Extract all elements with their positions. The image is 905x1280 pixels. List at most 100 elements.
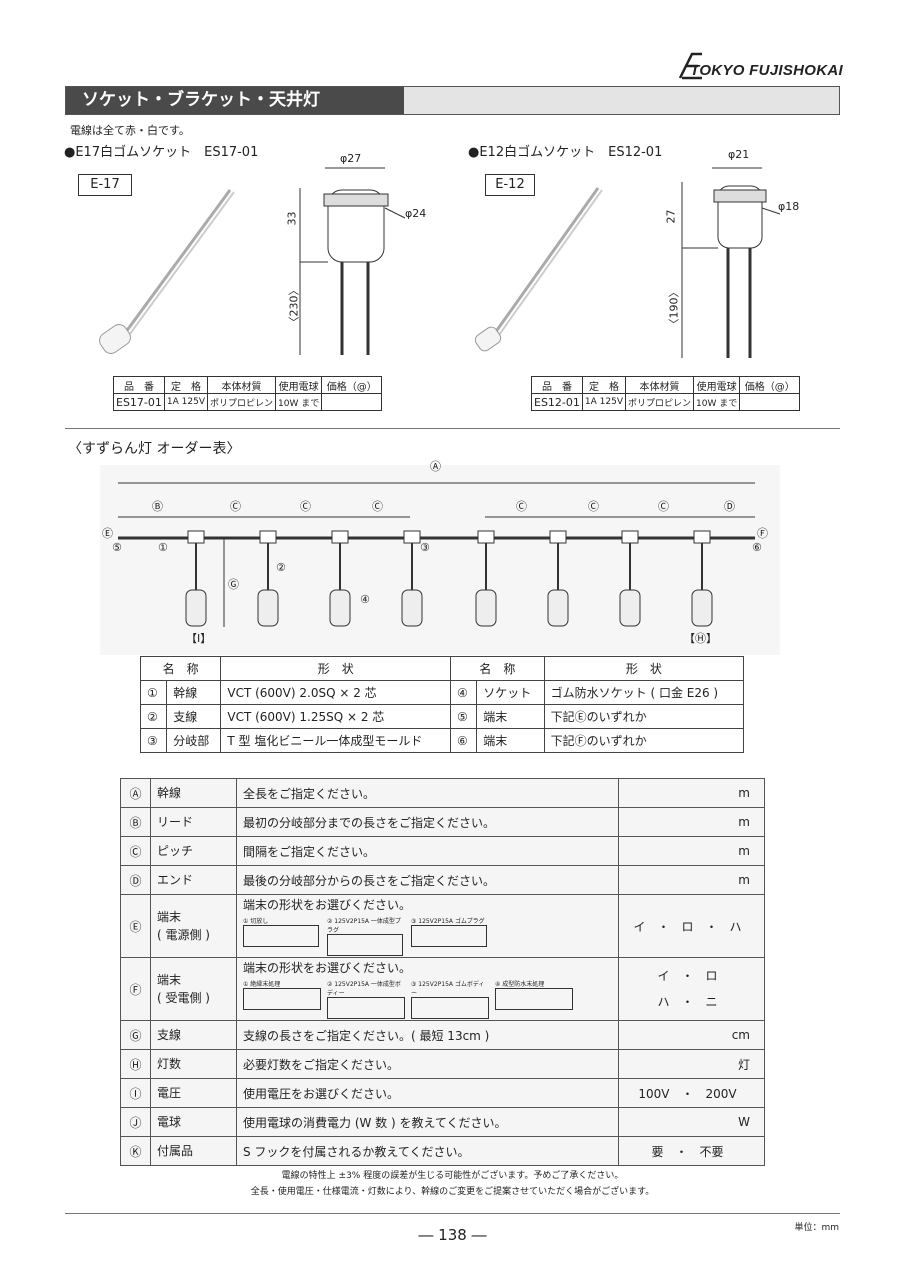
parts-cell: ソケット bbox=[476, 680, 545, 705]
parts-cell: 下記Ⓔのいずれか bbox=[543, 704, 745, 729]
spec-cell: 1A 125V bbox=[163, 393, 209, 411]
spec-header: 使用電球 bbox=[275, 376, 323, 394]
dim-c: Ⓒ bbox=[372, 500, 383, 513]
parts-header: 形 状 bbox=[543, 656, 745, 681]
spec-header: 本体材質 bbox=[206, 376, 277, 394]
spec-header: 本体材質 bbox=[624, 376, 695, 394]
parts-cell: ⑥ bbox=[450, 728, 478, 753]
e17-height: 33 bbox=[285, 211, 299, 226]
dim-a: Ⓐ bbox=[430, 460, 441, 473]
spec-cell: ポリプロピレン bbox=[206, 393, 277, 411]
e12-inner-diameter: φ18 bbox=[778, 200, 800, 213]
parts-cell: 幹線 bbox=[166, 680, 222, 705]
dim-d: Ⓓ bbox=[724, 500, 735, 513]
dim-c: Ⓒ bbox=[300, 500, 311, 513]
spec-header: 価格（@） bbox=[321, 376, 383, 394]
label-first-lamp: 【I】 bbox=[186, 632, 212, 645]
parts-cell: ② bbox=[139, 704, 168, 729]
spec-header: 品 番 bbox=[531, 376, 583, 394]
product-label-e12: E-12 bbox=[485, 174, 535, 196]
end-f: Ⓕ bbox=[757, 527, 768, 540]
label-4: ④ bbox=[360, 593, 370, 606]
spec-cell: 10W まで bbox=[693, 393, 741, 411]
parts-header: 名 称 bbox=[450, 656, 545, 681]
parts-cell: T 型 塩化ビニール一体成型モールド bbox=[220, 728, 452, 753]
dim-c: Ⓒ bbox=[516, 500, 527, 513]
suzuran-diagram bbox=[100, 465, 780, 655]
dim-c: Ⓒ bbox=[230, 500, 241, 513]
spec-header: 品 番 bbox=[113, 376, 165, 394]
spec-cell: 10W まで bbox=[275, 393, 323, 411]
parts-cell: 端末 bbox=[476, 728, 545, 753]
product-heading-e12: ●E12白ゴムソケット ES12-01 bbox=[468, 145, 663, 160]
spec-cell bbox=[321, 393, 383, 411]
brand-logo-icon bbox=[678, 52, 704, 84]
dim-c: Ⓒ bbox=[588, 500, 599, 513]
e17-dimension-drawing bbox=[299, 167, 406, 355]
spec-cell: ES12-01 bbox=[531, 393, 583, 411]
parts-cell: ③ bbox=[139, 728, 168, 753]
spec-header: 使用電球 bbox=[693, 376, 741, 394]
spec-cell bbox=[739, 393, 801, 411]
label-6: ⑥ bbox=[752, 541, 762, 554]
wire-note: 電線は全て赤・白です。 bbox=[70, 124, 190, 137]
page-number: ― 138 ― bbox=[418, 1226, 487, 1244]
label-2: ② bbox=[276, 561, 286, 574]
label-5: ⑤ bbox=[112, 541, 122, 554]
spec-header: 定 格 bbox=[163, 376, 209, 394]
e12-wire-length: 〈190〉 bbox=[667, 286, 681, 330]
spec-cell: 1A 125V bbox=[581, 393, 627, 411]
e12-height: 27 bbox=[664, 209, 678, 224]
footnote: 電線の特性上 ±3% 程度の誤差が生じる可能性がございます。予めご了承ください。 bbox=[281, 1171, 624, 1181]
spec-header: 価格（@） bbox=[739, 376, 801, 394]
product-heading-e17: ●E17白ゴムソケット ES17-01 bbox=[64, 145, 259, 160]
label-last-lamp: 【Ⓗ】 bbox=[684, 632, 717, 645]
parts-cell: 分岐部 bbox=[166, 728, 222, 753]
spec-cell: ポリプロピレン bbox=[624, 393, 695, 411]
unit-label: 単位：mm bbox=[794, 1223, 839, 1233]
product-label-e17: E-17 bbox=[78, 174, 132, 196]
brand-name: TOKYO FUJISHOKAI bbox=[690, 62, 843, 79]
parts-cell: 下記Ⓕのいずれか bbox=[543, 728, 745, 753]
divider bbox=[65, 1213, 840, 1214]
section-title: ソケット・ブラケット・天井灯 bbox=[66, 87, 404, 114]
parts-cell: 端末 bbox=[476, 704, 545, 729]
label-3: ③ bbox=[420, 541, 430, 554]
parts-cell: VCT (600V) 1.25SQ × 2 芯 bbox=[220, 704, 452, 729]
spec-header: 定 格 bbox=[581, 376, 627, 394]
e12-dimension-drawing bbox=[681, 167, 781, 358]
parts-header: 形 状 bbox=[220, 656, 452, 681]
parts-cell: ④ bbox=[450, 680, 478, 705]
end-e: Ⓔ bbox=[102, 527, 113, 540]
footnote: 全長・使用電圧・仕様電流・灯数により、幹線のご変更をご提案させていただく場合がご… bbox=[250, 1187, 655, 1197]
e17-top-diameter: φ27 bbox=[340, 152, 362, 165]
e12-top-diameter: φ21 bbox=[728, 148, 750, 161]
spec-cell: ES17-01 bbox=[113, 393, 165, 411]
parts-cell: ① bbox=[139, 680, 168, 705]
parts-cell: ⑤ bbox=[450, 704, 478, 729]
parts-cell: VCT (600V) 2.0SQ × 2 芯 bbox=[220, 680, 452, 705]
parts-header: 名 称 bbox=[139, 656, 222, 681]
parts-cell: 支線 bbox=[166, 704, 222, 729]
e12-product-photo bbox=[474, 187, 603, 352]
parts-cell: ゴム防水ソケット ( 口金 E26 ) bbox=[543, 680, 745, 705]
order-title: 〈すずらん灯 オーダー表〉 bbox=[68, 441, 241, 457]
